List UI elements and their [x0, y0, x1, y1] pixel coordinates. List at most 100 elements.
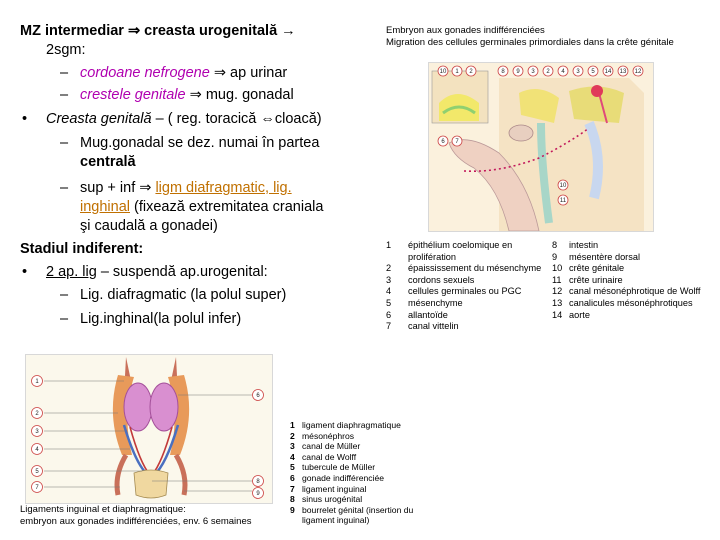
legend-num: 4: [386, 286, 392, 297]
dash-marker: –: [60, 65, 69, 81]
legend-text: épithélium coelomique en: [408, 240, 513, 250]
text-lig-diafragmatic: Lig. diafragmatic (la polul super): [80, 287, 287, 303]
legend-num: 2: [386, 263, 392, 274]
bottom-figure-caption: Ligaments inguinal et diaphragmatique: e…: [20, 504, 251, 527]
line-mz-intermediar: MZ intermediar ⇒ creasta urogenitală →: [20, 22, 296, 41]
heading-stadiul-indiferent: Stadiul indiferent:: [20, 241, 144, 257]
legend-num: 1: [386, 240, 392, 250]
dash-marker: –: [60, 180, 69, 196]
text-mz-intermediar: MZ intermediar: [20, 23, 124, 39]
top-caption-line-1: Embryon aux gonades indifférenciées: [386, 25, 545, 36]
legend-num: 6: [290, 472, 295, 483]
double-arrow-lr-icon: ⇔: [260, 111, 275, 127]
svg-text:2: 2: [35, 411, 39, 417]
svg-text:6: 6: [441, 139, 445, 145]
svg-text:8: 8: [256, 479, 260, 485]
legend-text: crête génitale: [569, 263, 625, 274]
top-figure-caption: Embryon aux gonades indifférenciées Migr…: [386, 25, 674, 48]
dash-marker: –: [60, 287, 69, 303]
svg-text:1: 1: [455, 69, 459, 75]
legend-num: 9: [552, 251, 558, 262]
legend-top-right: 8 intestin 9 mésentère dorsal 10 crête géni…: [552, 240, 718, 321]
legend-text: allantoïde: [408, 309, 448, 320]
text-2sgm: 2sgm:: [46, 42, 86, 58]
svg-text:14: 14: [605, 69, 612, 75]
legend-text: bourrelet génital (insertion du: [302, 504, 414, 515]
legend-row: 2 épaississement du mésenchyme: [386, 263, 554, 275]
link-ligm-diafragmatic[interactable]: ligm diafragmatic, lig.: [155, 180, 292, 196]
legend-row: 8 intestin: [552, 240, 718, 252]
legend-text: mésentère dorsal: [569, 251, 640, 262]
legend-row: 6 allantoïde: [386, 310, 554, 322]
legend-text: sinus urogénital: [302, 494, 363, 505]
legend-num: 8: [552, 240, 558, 250]
legend-num: 11: [552, 274, 562, 285]
legend-text: canal mésonéphrotique de Wolff: [569, 286, 701, 297]
legend-num: 10: [552, 263, 563, 274]
dash-marker: –: [60, 311, 69, 327]
text-suspenda: – suspendă ap.urogenital:: [96, 264, 268, 280]
svg-text:2: 2: [546, 69, 550, 75]
svg-text:5: 5: [35, 469, 39, 475]
bottom-caption-line-1: Ligaments inguinal et diaphragmatique:: [20, 504, 186, 515]
legend-num: 5: [290, 462, 295, 473]
legend-row: 8 sinus urogénital: [290, 494, 470, 505]
svg-text:3: 3: [35, 429, 39, 435]
text-mug-gonadal-dez: Mug.gonadal se dez. numai în partea: [80, 135, 320, 151]
svg-text:11: 11: [560, 198, 567, 204]
double-arrow-icon: ⇒: [213, 65, 226, 81]
text-cordoane-nefrogene: cordoane nefrogene: [80, 65, 210, 81]
legend-text: aorte: [569, 309, 590, 320]
svg-text:4: 4: [561, 69, 565, 75]
text-crestele-genitale: crestele genitale: [80, 87, 186, 103]
legend-text: épaississement du mésenchyme: [408, 263, 542, 274]
ligament-illustration: 1 2 3 4 5 7 6 8 9: [25, 354, 273, 504]
legend-num: 12: [552, 286, 563, 297]
svg-text:3: 3: [576, 69, 580, 75]
legend-num: [290, 515, 302, 526]
legend-num: 2: [290, 430, 295, 441]
legend-text: prolifération: [408, 251, 457, 262]
ligament-svg: 1 2 3 4 5 7 6 8 9: [26, 355, 272, 503]
text-fixeaza: (fixează extremitatea craniala: [130, 199, 324, 215]
svg-text:4: 4: [35, 447, 39, 453]
embryo-crest-illustration: 10 1 2 8 9 3 2 4 3 5 14 13 12 6 7 10 11: [428, 62, 654, 232]
svg-text:2: 2: [469, 69, 473, 75]
svg-text:9: 9: [516, 69, 520, 75]
legend-row: 1 épithélium coelomique en: [386, 240, 554, 252]
svg-text:8: 8: [501, 69, 505, 75]
legend-text: mésenchyme: [408, 297, 463, 308]
legend-row: 5 tubercule de Müller: [290, 462, 470, 473]
line-mug-gonadal-dez: Mug.gonadal se dez. numai în partea cent…: [80, 134, 319, 172]
dash-marker: –: [60, 135, 69, 151]
line-crestele-genitale: crestele genitale ⇒ mug. gonadal: [80, 86, 294, 105]
svg-text:7: 7: [35, 485, 39, 491]
bullet-text-block: MZ intermediar ⇒ creasta urogenitală → 2…: [0, 0, 372, 340]
text-reg-toracica: – ( reg. toracică: [151, 111, 261, 127]
link-inghinal[interactable]: inghinal: [80, 199, 130, 215]
legend-row: prolifération: [386, 252, 554, 264]
legend-num: 8: [290, 494, 295, 505]
legend-text: intestin: [569, 240, 599, 250]
legend-num: 13: [552, 297, 563, 308]
legend-text: canal de Wolff: [302, 451, 357, 462]
dash-marker: –: [60, 87, 69, 103]
legend-text: mésonéphros: [302, 430, 355, 441]
legend-text: tubercule de Müller: [302, 462, 376, 473]
line-2sgm: 2sgm:: [46, 41, 86, 60]
legend-row: ligament inguinal): [290, 515, 470, 526]
legend-text: ligament inguinal): [302, 515, 370, 526]
svg-text:6: 6: [256, 393, 260, 399]
text-ap-urinar: ap urinar: [230, 65, 288, 81]
legend-text: canalicules mésonéphrotiques: [569, 297, 693, 308]
legend-num: 6: [386, 309, 392, 320]
legend-row: 2 mésonéphros: [290, 431, 470, 442]
